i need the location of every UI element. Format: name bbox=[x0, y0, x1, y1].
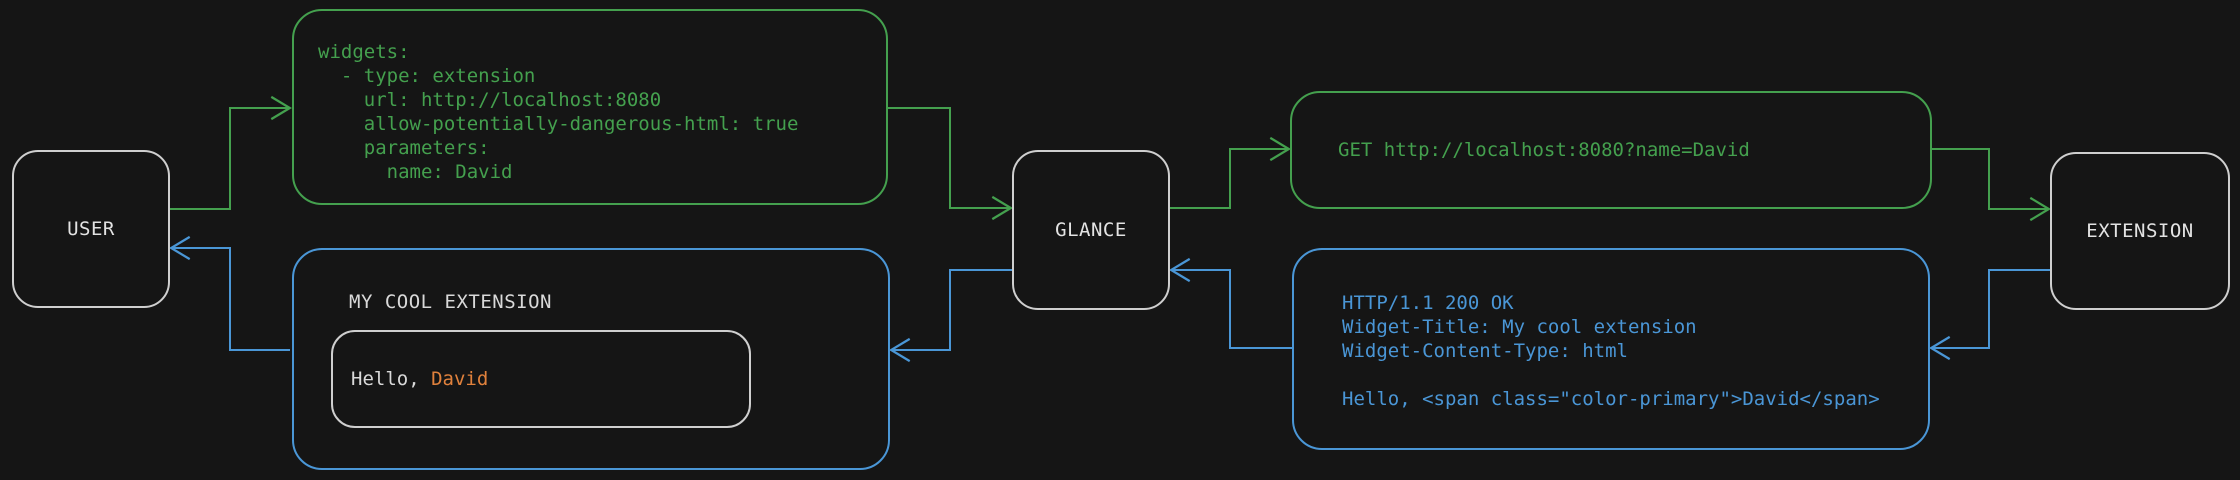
hello-text: Hello, David bbox=[351, 368, 488, 390]
flow-glance-to-request bbox=[1170, 136, 1292, 209]
hello-prefix: Hello, bbox=[351, 368, 432, 390]
flow-widget-to-user bbox=[168, 235, 290, 351]
flow-extension-to-response bbox=[1928, 269, 2050, 361]
flow-request-to-extension bbox=[1932, 148, 2052, 222]
extension-node: EXTENSION bbox=[2050, 152, 2230, 310]
flow-config-to-glance bbox=[888, 107, 1014, 221]
extension-node-label: EXTENSION bbox=[2086, 220, 2194, 242]
glance-node: GLANCE bbox=[1012, 150, 1170, 310]
widget-title: MY COOL EXTENSION bbox=[349, 291, 552, 313]
flow-glance-to-widget bbox=[888, 269, 1012, 363]
rendered-widget-box: MY COOL EXTENSION Hello, David bbox=[292, 248, 890, 470]
widget-content-box: Hello, David bbox=[331, 330, 751, 428]
user-node-label: USER bbox=[67, 218, 115, 240]
yaml-config-code: widgets: - type: extension url: http://l… bbox=[318, 41, 799, 183]
http-response-code: HTTP/1.1 200 OK Widget-Title: My cool ex… bbox=[1342, 292, 1880, 410]
glance-node-label: GLANCE bbox=[1055, 219, 1127, 241]
http-request-code: GET http://localhost:8080?name=David bbox=[1338, 139, 1750, 161]
flow-user-to-config bbox=[170, 95, 293, 210]
user-node: USER bbox=[12, 150, 170, 308]
yaml-config-box: widgets: - type: extension url: http://l… bbox=[292, 9, 888, 205]
http-request-box: GET http://localhost:8080?name=David bbox=[1290, 91, 1932, 209]
flow-response-to-glance bbox=[1168, 257, 1292, 349]
http-response-box: HTTP/1.1 200 OK Widget-Title: My cool ex… bbox=[1292, 248, 1930, 450]
hello-name: David bbox=[431, 368, 489, 390]
